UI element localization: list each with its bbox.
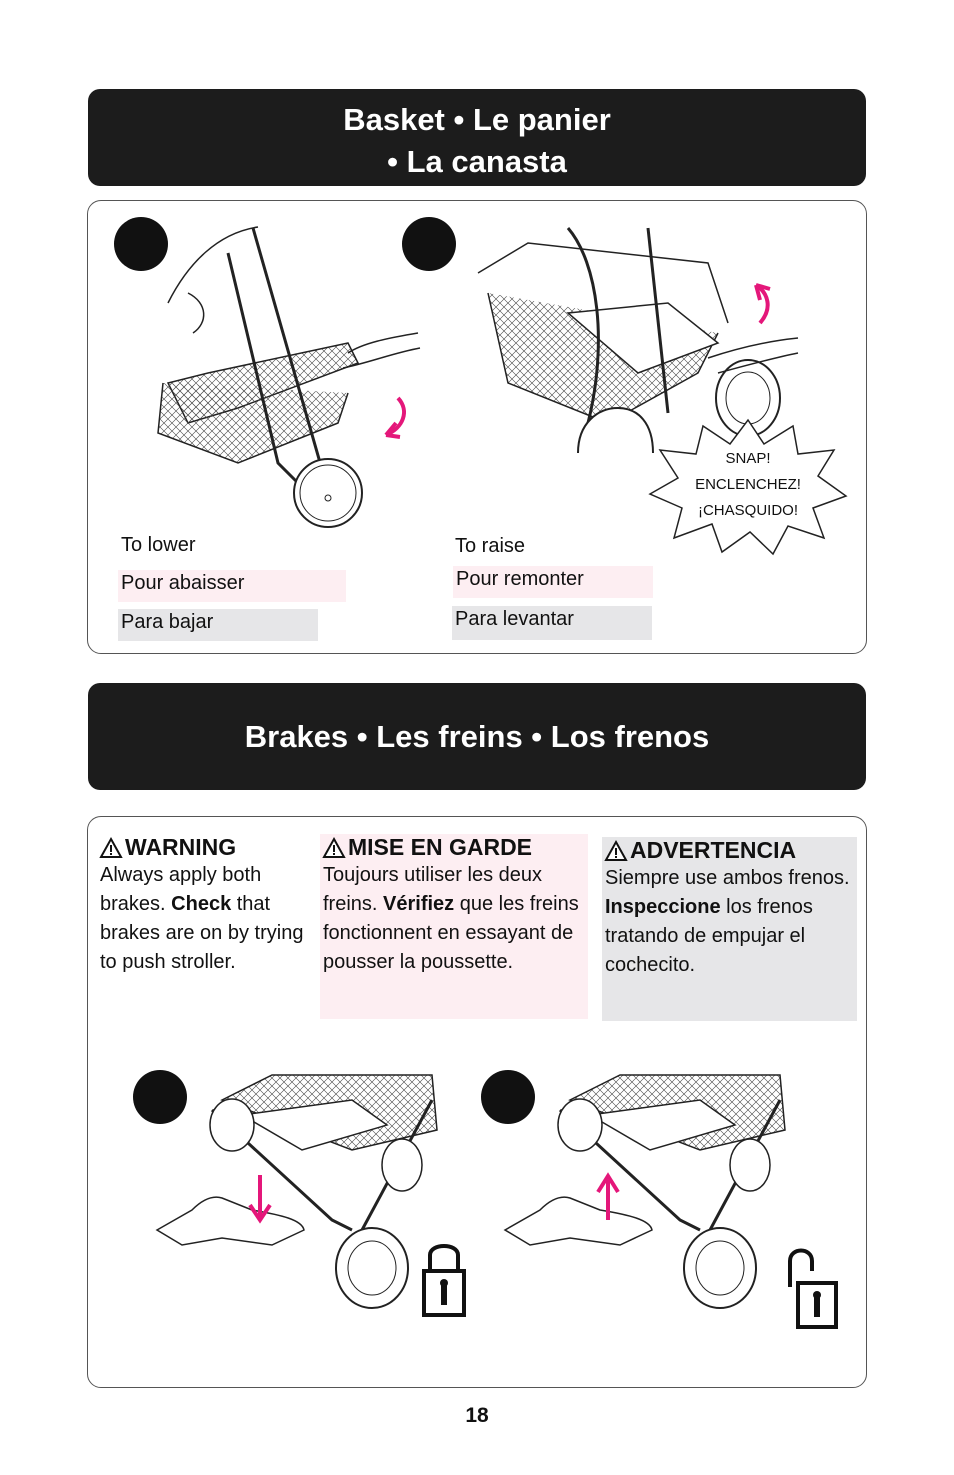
basket-title-line2: • La canasta <box>387 144 567 179</box>
warning-triangle-icon <box>604 839 628 861</box>
warning-fr-bold: Vérifiez <box>383 893 455 915</box>
warning-es-text1: Siempre use ambos frenos. <box>605 867 850 889</box>
basket-section-title: Basket • Le panier • La canasta <box>88 89 866 186</box>
warning-fr: MISE EN GARDE Toujours utiliser les deux… <box>320 834 588 1019</box>
raise-label-es: Para levantar <box>452 606 652 640</box>
raise-label-en: To raise <box>455 535 526 557</box>
warning-es-bold: Inspeccione <box>605 896 721 918</box>
warning-es: ADVERTENCIA Siempre use ambos frenos. In… <box>602 837 857 1021</box>
snap-line-en: SNAP! <box>725 450 771 467</box>
brakes-panel: WARNING Always apply both brakes. Check … <box>87 816 867 1388</box>
warning-en-heading: WARNING <box>125 834 237 860</box>
warning-en-bold: Check <box>171 893 232 915</box>
warning-triangle-icon <box>99 836 123 858</box>
basket-title-line1: Basket • Le panier <box>343 102 611 137</box>
warning-en: WARNING Always apply both brakes. Check … <box>99 834 308 977</box>
step-marker-2 <box>402 217 456 271</box>
step-marker-1 <box>114 217 168 271</box>
warning-fr-text2: que les freins fonctionnent en essayant … <box>323 893 579 973</box>
warning-es-text2: los frenos tratando de empujar el cochec… <box>605 896 813 976</box>
apply-brake-illustration <box>155 1074 438 1309</box>
warning-en-text1: Always apply both brakes. <box>100 864 262 915</box>
lower-label-fr: Pour abaisser <box>118 570 346 602</box>
warning-en-text2: that brakes are on by trying to push str… <box>100 893 304 973</box>
lower-label-en: To lower <box>121 534 196 556</box>
step-marker-3 <box>133 1070 187 1124</box>
page-number: 18 <box>465 1404 489 1427</box>
snap-line-fr: ENCLENCHEZ! <box>695 476 801 493</box>
snap-text: SNAP! ENCLENCHEZ! ¡CHASQUIDO! <box>673 446 823 524</box>
basket-panel: SNAP! ENCLENCHEZ! ¡CHASQUIDO! To lower P… <box>87 200 867 654</box>
raise-basket-illustration <box>477 227 799 454</box>
lower-label-es: Para bajar <box>118 609 318 641</box>
warning-fr-text1: Toujours utiliser les deux freins. <box>323 864 542 915</box>
unlocked-padlock-icon <box>788 1248 838 1329</box>
lower-basket-illustration <box>157 226 421 528</box>
locked-padlock-icon <box>422 1244 466 1317</box>
warning-fr-heading: MISE EN GARDE <box>348 834 533 860</box>
raise-label-fr: Pour remonter <box>453 566 653 598</box>
snap-line-es: ¡CHASQUIDO! <box>697 502 798 519</box>
warning-triangle-icon <box>322 836 346 858</box>
warning-es-heading: ADVERTENCIA <box>630 837 797 863</box>
step-marker-4 <box>481 1070 535 1124</box>
release-brake-illustration <box>503 1074 786 1309</box>
snap-starburst <box>648 418 848 556</box>
brakes-section-title: Brakes • Les freins • Los frenos <box>88 683 866 790</box>
brakes-title: Brakes • Les freins • Los frenos <box>244 719 710 754</box>
